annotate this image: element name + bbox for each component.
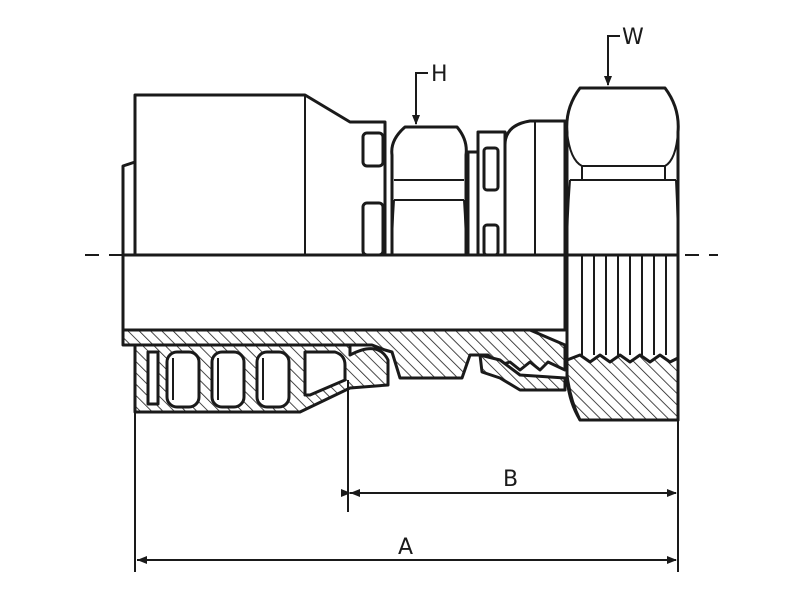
groove-edge (146, 350, 160, 406)
hose-lip (121, 160, 137, 257)
nut-w (565, 86, 680, 257)
label-h: H (431, 62, 448, 87)
nut-thread-lines (581, 255, 667, 355)
hex-h-curve-right (463, 199, 467, 256)
hex-h (390, 125, 468, 257)
lower-section (121, 253, 680, 422)
groove-3 (255, 350, 291, 409)
label-b: B (503, 467, 518, 492)
ferrule-outline (133, 93, 387, 257)
collar-slot-lower (482, 223, 500, 257)
hex-h-curve-left (391, 199, 395, 256)
slot-upper (361, 131, 385, 168)
ferrule-grooves (146, 350, 347, 409)
leader-h (412, 72, 428, 125)
dim-b-arrow-left (350, 489, 360, 497)
collar-slot-upper (482, 146, 500, 192)
slot-lower (361, 201, 385, 257)
dim-a-arrow-left (137, 556, 147, 564)
nut-w-face (566, 131, 679, 167)
label-w: W (622, 25, 644, 50)
stem-tip-section (478, 353, 567, 392)
groove-1 (165, 350, 201, 409)
upper-exterior (121, 86, 680, 257)
body-lower (121, 253, 567, 332)
nut-section (565, 353, 680, 422)
nut-w-curve-right (675, 179, 679, 256)
groove-2 (210, 350, 246, 409)
label-a: A (398, 535, 413, 560)
nut-w-curve-left (566, 179, 571, 256)
groove-4 (303, 350, 347, 397)
leader-w (604, 35, 620, 86)
